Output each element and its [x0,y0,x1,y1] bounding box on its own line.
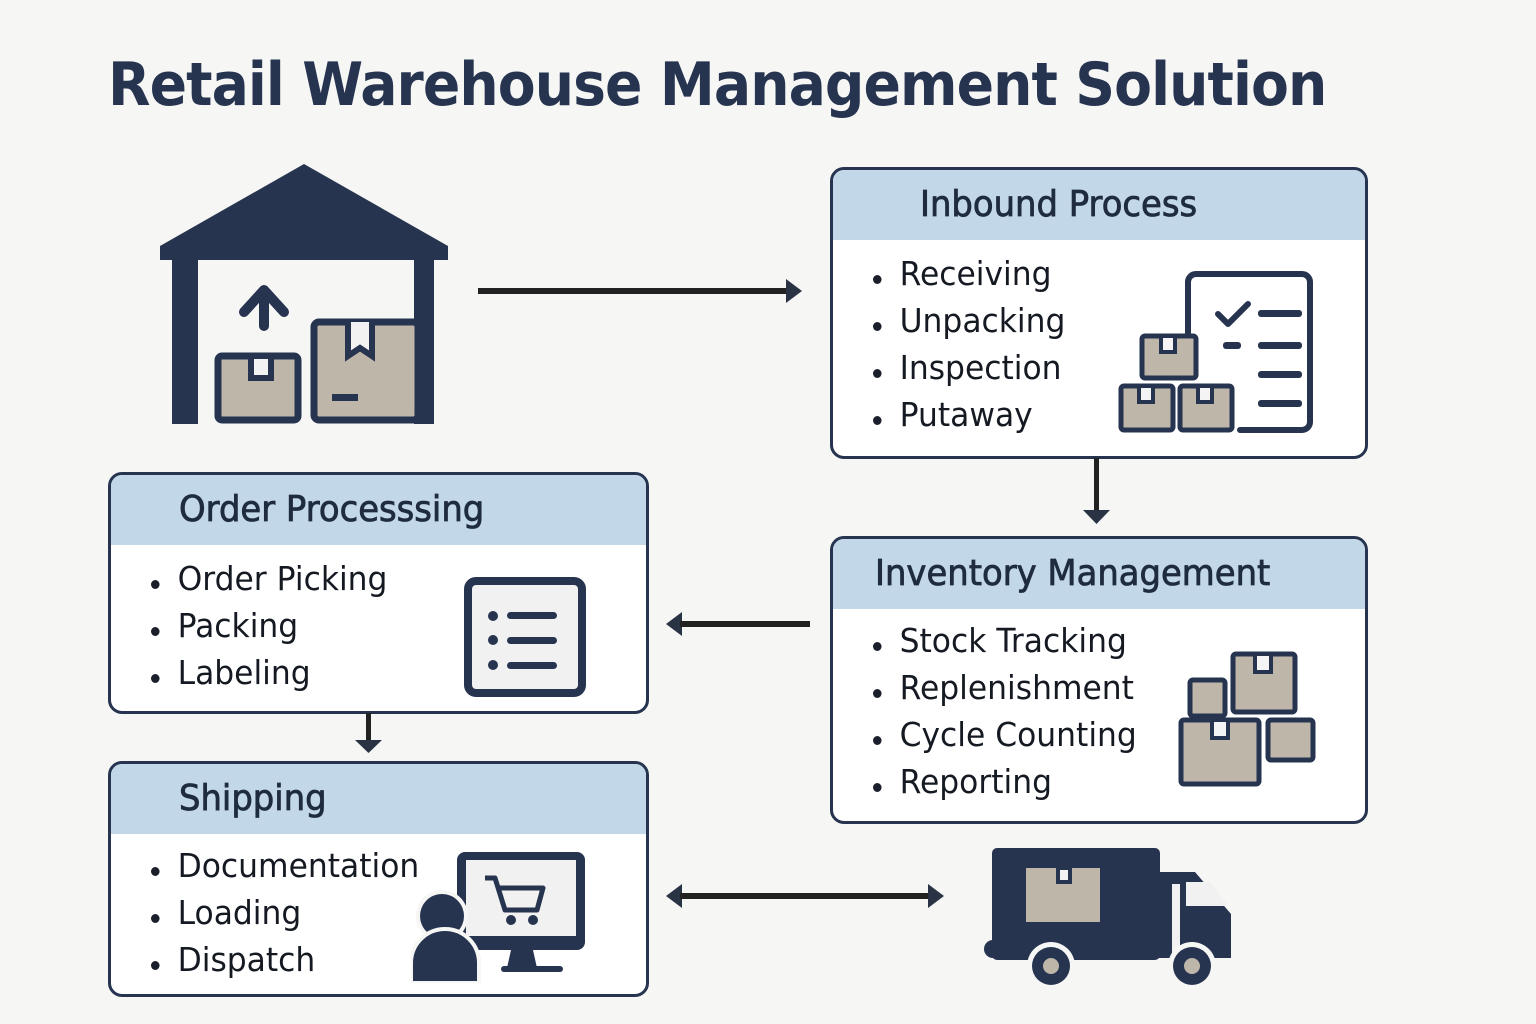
page-title: Retail Warehouse Management Solution [108,50,1327,120]
list-item: Receiving [873,254,1065,301]
arrow-down-icon [354,713,384,755]
inventory-header: Inventory Management [833,539,1365,609]
arrow-down-icon [1082,458,1112,526]
inbound-process-card: Inbound Process Receiving Unpacking Insp… [830,167,1368,459]
list-item: Inspection [873,348,1065,395]
list-item: Packing [151,606,387,653]
order-header: Order Processsing [111,475,646,545]
list-item: Order Picking [151,559,387,606]
arrow-left-icon [664,610,812,640]
shipping-header: Shipping [111,764,646,834]
delivery-truck-icon [982,846,1234,990]
list-item: Dispatch [151,940,419,987]
inventory-title: Inventory Management [875,553,1271,595]
order-title: Order Processsing [179,489,485,531]
order-processing-card: Order Processsing Order Picking Packing … [108,472,649,714]
list-item: Documentation [151,846,419,893]
list-item: Loading [151,893,419,940]
list-item: Replenishment [873,668,1137,715]
list-icon [463,576,589,698]
checklist-boxes-icon [1118,270,1313,436]
inbound-list: Receiving Unpacking Inspection Putaway [873,254,1076,442]
list-item: Cycle Counting [873,715,1137,762]
inbound-header: Inbound Process [833,170,1365,240]
list-item: Labeling [151,653,387,700]
warehouse-icon [158,162,450,426]
stacked-boxes-icon [1176,649,1321,789]
list-item: Unpacking [873,301,1065,348]
shipping-card: Shipping Documentation Loading Dispatch [108,761,649,997]
user-computer-cart-icon [411,848,601,983]
list-item: Stock Tracking [873,621,1137,668]
shipping-list: Documentation Loading Dispatch [151,846,433,987]
arrow-both-icon [664,882,948,912]
order-list: Order Picking Packing Labeling [151,559,400,700]
inbound-title: Inbound Process [920,184,1198,226]
inventory-list: Stock Tracking Replenishment Cycle Count… [873,621,1151,809]
list-item: Putaway [873,395,1065,442]
shipping-title: Shipping [179,778,327,820]
arrow-right-icon [476,277,806,307]
inventory-management-card: Inventory Management Stock Tracking Repl… [830,536,1368,824]
list-item: Reporting [873,762,1137,809]
